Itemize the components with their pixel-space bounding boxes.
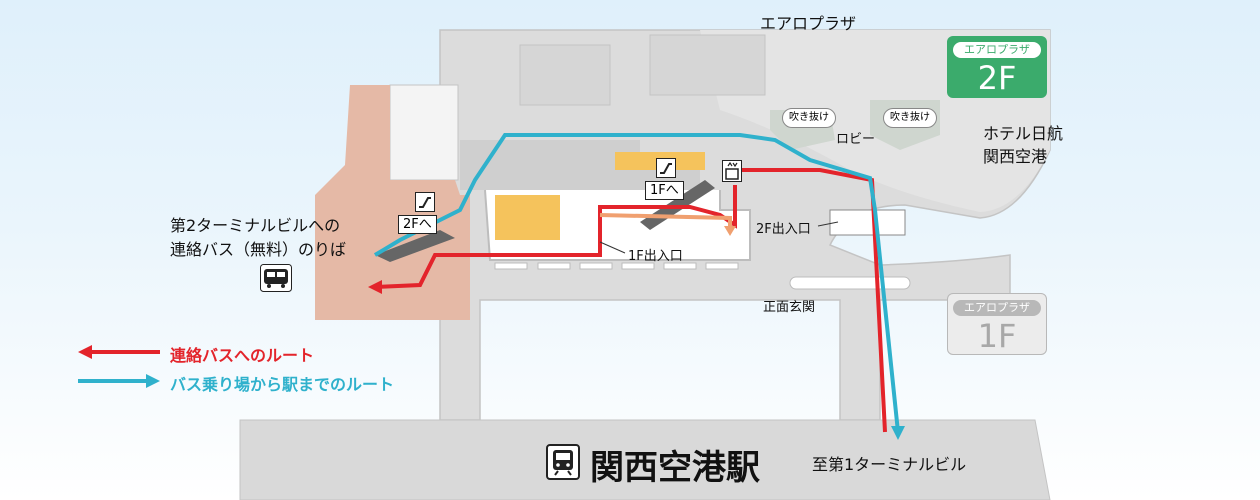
entrance-2f-label: 2F出入口 (756, 222, 811, 237)
route-to-station (373, 133, 900, 433)
floor-badge-1f-name: エアロプラザ (953, 300, 1041, 316)
bus-icon (260, 264, 292, 292)
floor-badge-1f-floor: 1F (977, 317, 1017, 355)
elevator-icon (722, 160, 742, 182)
escalator-icon-2 (656, 158, 676, 178)
lobby-label: ロビー (836, 132, 876, 147)
void-label-right: 吹き抜け (883, 108, 937, 128)
bus-stop-line2: 連絡バス（無料）のりば (170, 240, 347, 259)
map-title: エアロプラザ (760, 14, 857, 33)
station-name: 関西空港駅 (590, 448, 760, 488)
legend-blue-label: バス乗り場から駅までのルート (170, 375, 395, 394)
escalator-to-1f-text: 1Fへ (650, 183, 679, 198)
void-label-left: 吹き抜け (782, 108, 836, 128)
hotel-name-line1: ホテル日航 (983, 124, 1064, 143)
floor-badge-2f-floor: 2F (977, 59, 1017, 97)
hotel-name-line2: 関西空港 (983, 147, 1048, 166)
escalator-icon (415, 192, 435, 212)
entrance-1f-label: 1F出入口 (628, 249, 683, 264)
entrance-2f-box (829, 209, 906, 236)
escalator-to-2f-text: 2Fへ (403, 217, 432, 232)
shop-block (495, 195, 560, 240)
legend-arrows (78, 345, 160, 388)
arrowhead-red (368, 280, 382, 294)
bus-stop-line1: 第2ターミナルビルへの (170, 216, 341, 235)
arrowhead-blue (891, 426, 905, 440)
station-platform (239, 419, 1051, 500)
main-entrance-label: 正面玄関 (763, 300, 816, 315)
station-direction: 至第1ターミナルビル (812, 455, 967, 474)
road-stripes (494, 262, 739, 270)
floor-badge-2f: エアロプラザ 2F (947, 36, 1047, 98)
floor-badge-2f-name: エアロプラザ (953, 42, 1041, 58)
arrowhead-orange (724, 226, 736, 236)
leader-1f-entrance (599, 241, 626, 254)
escalator-to-1f-label: 1Fへ (645, 181, 684, 200)
legend-red-label: 連絡バスへのルート (170, 346, 315, 365)
leader-2f-entrance (817, 221, 839, 227)
main-entrance-drop (789, 276, 911, 290)
train-icon (546, 444, 580, 480)
escalator-to-2f-label: 2Fへ (398, 215, 437, 234)
floor-badge-1f: エアロプラザ 1F (947, 293, 1047, 355)
